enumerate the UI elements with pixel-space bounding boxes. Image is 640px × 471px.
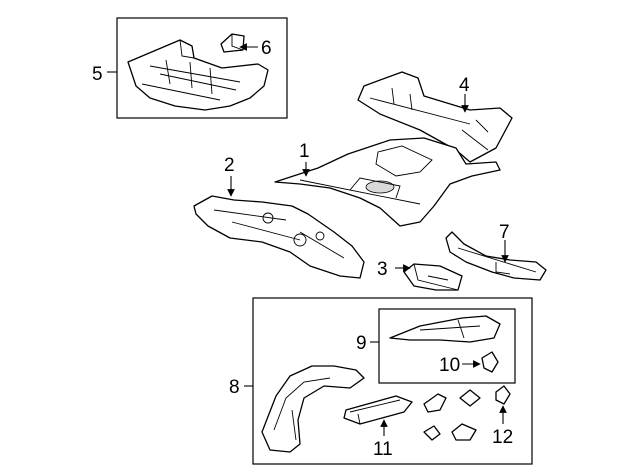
part-3-bracket — [403, 263, 463, 291]
callout-11: 11 — [373, 439, 393, 460]
callout-8: 8 — [229, 377, 240, 398]
callout-1: 1 — [299, 141, 310, 162]
small-parts — [423, 385, 511, 441]
part-7-rail — [445, 231, 547, 281]
callout-10: 10 — [439, 355, 460, 376]
callout-4: 4 — [459, 75, 470, 96]
part-10-clip — [481, 351, 499, 373]
callout-12: 12 — [492, 427, 513, 448]
part-8-wheelhouse — [261, 365, 365, 453]
part-2-cross-member — [193, 195, 365, 279]
callout-7: 7 — [499, 222, 510, 243]
part-4-rear-panel — [357, 71, 513, 163]
part-11-reinforcement — [343, 395, 413, 425]
box-group-5-6 — [116, 17, 288, 119]
callout-9: 9 — [356, 333, 367, 354]
part-1-main-floor — [274, 137, 501, 227]
box-group-8 — [252, 297, 533, 465]
callout-6: 6 — [261, 38, 272, 59]
callout-2: 2 — [224, 155, 235, 176]
part-6-bracket — [220, 33, 245, 53]
part-9-panel — [389, 315, 501, 343]
callout-5: 5 — [92, 64, 103, 85]
part-5-floor-pan — [127, 39, 269, 111]
box-group-9-10 — [378, 308, 516, 384]
callout-3: 3 — [377, 259, 388, 280]
